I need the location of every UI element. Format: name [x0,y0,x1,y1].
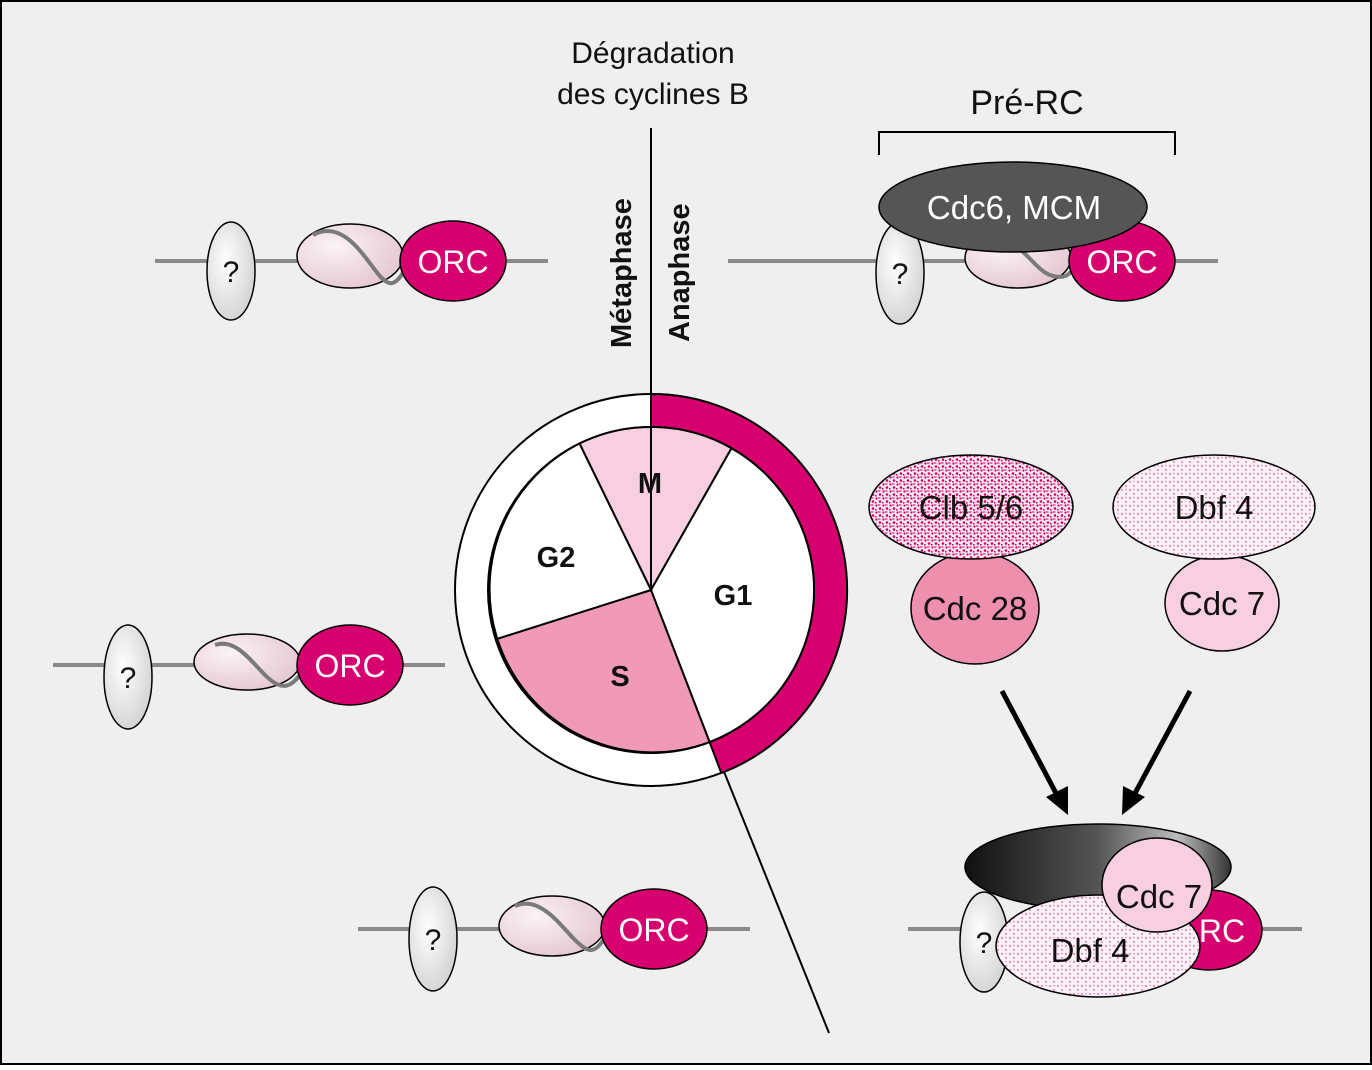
cdc6-mcm-label: Cdc6, MCM [927,189,1101,226]
orc-partial-label: RC [1199,913,1245,949]
unknown-factor-label: ? [425,924,442,957]
phase-g2-label: G2 [537,542,576,574]
activated-origin-complex: RC ? Dbf 4 Cdc 7 [908,823,1302,998]
unknown-factor-label: ? [976,927,993,960]
phase-g1-label: G1 [714,580,753,612]
phase-s-label: S [610,661,629,693]
dna-wrap [214,641,304,688]
anaphase-label: Anaphase [664,203,696,342]
cell-cycle-wheel: M G1 S G2 [454,392,849,787]
dbf4-label: Dbf 4 [1175,489,1254,526]
cdc6-mcm-ellipse [878,161,1148,253]
orc-label: ORC [314,648,385,684]
dna-wrap [514,901,607,952]
orc-label: ORC [618,912,689,948]
unknown-factor-ellipse [408,886,458,992]
orc-ellipse [399,220,507,302]
origin-complex-bottom-center: ? ORC [358,886,750,992]
degradation-label-line1: Dégradation [571,37,734,70]
pre-rc-bracket [878,131,1176,155]
arrow-left-head [1046,786,1068,815]
arrow-left-shaft [999,689,1061,799]
arrow-right-shaft [1130,689,1193,799]
orc-ellipse [296,624,404,706]
arrow-right-head [1122,786,1145,815]
orc-label: ORC [1086,244,1157,280]
phase-m-label: M [638,468,662,500]
unknown-factor-label: ? [223,256,240,289]
cdc7-label: Cdc 7 [1116,878,1202,915]
origin-complex-top-left: ? ORC [155,220,548,321]
unknown-factor-ellipse [103,624,153,730]
unknown-factor-label: ? [892,258,909,291]
degradation-label-line2: des cyclines B [557,78,749,111]
cdc28-label: Cdc 28 [923,590,1028,627]
clb56-ellipse [868,454,1074,560]
dbf4-label: Dbf 4 [1051,932,1130,969]
origin-complex-middle-left: ? ORC [53,624,445,730]
metaphase-label: Métaphase [606,198,638,348]
unknown-factor-ellipse [206,221,256,321]
cdc7-ellipse [1101,837,1213,933]
activation-arrows [999,689,1193,815]
orc-label: ORC [417,244,488,280]
origin-complex-pre-rc: ? ORC Cdc6, MCM [728,161,1218,325]
dna-wrap [312,228,407,286]
nucleosome [193,633,301,691]
m-phase-sector [578,425,733,593]
g2-phase-sector [488,442,653,641]
cdc7-label: Cdc 7 [1179,585,1265,622]
orc-ellipse [600,888,708,970]
g1-phase-sector [649,446,816,744]
clb56-label: Clb 5/6 [919,489,1024,526]
pre-rc-label: Pré-RC [970,84,1083,122]
s-phase-sector [496,588,711,754]
dbf4-cdc7-kinase: Cdc 7 Dbf 4 [1112,454,1316,652]
dbf4-ellipse [1112,454,1316,560]
clb-cdc28-kinase: Cdc 28 Clb 5/6 [868,454,1074,665]
unknown-factor-label: ? [120,662,137,695]
